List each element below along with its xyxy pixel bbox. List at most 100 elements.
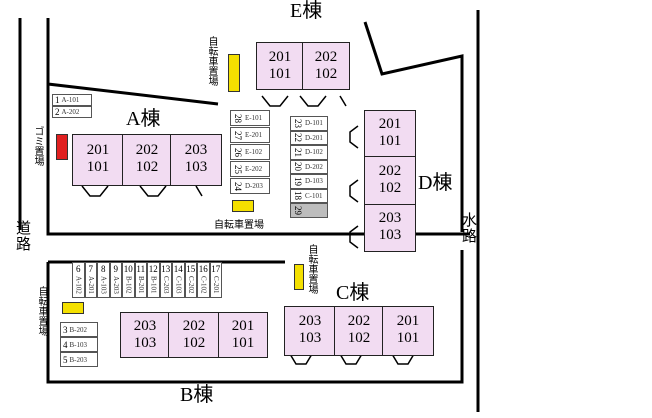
mailbox-unit-code: C-101 — [305, 191, 323, 200]
mailbox-unit-code: D-103 — [305, 177, 323, 186]
mailbox-unit-code: A-201 — [86, 276, 95, 294]
mailbox-number: 25 — [233, 164, 243, 174]
mailbox-number: 16 — [198, 264, 208, 274]
mailbox-number: 28 — [233, 113, 243, 123]
trash-label: ゴミ置場 — [32, 126, 43, 166]
mailbox-number: 3 — [63, 324, 68, 335]
mailbox-unit-code: B-103 — [69, 340, 88, 349]
mailbox-number: 12 — [148, 264, 158, 274]
mailbox-number: 2 — [55, 107, 60, 117]
mailbox-unit-code: B-102 — [124, 276, 133, 294]
mailbox-number: 1 — [55, 95, 60, 105]
mailbox-unit-code: E-201 — [245, 131, 263, 139]
mailbox-unit-code: E-202 — [245, 165, 263, 173]
mailbox-number: 20 — [293, 162, 303, 172]
building-c-label: C棟 — [336, 282, 370, 304]
mailbox-unit-code: C-202 — [186, 276, 195, 294]
building-b-label: B棟 — [180, 384, 214, 406]
mailbox-unit-code: B-101 — [149, 276, 158, 294]
mailbox-unit-code: B-202 — [69, 325, 88, 334]
mailbox-unit-code: B-203 — [69, 355, 88, 364]
bike-parking-c — [294, 264, 304, 290]
bike-parking-center — [232, 200, 254, 212]
mailbox-unit-code: D-202 — [305, 162, 323, 171]
mailbox-unit-code: C-103 — [174, 276, 183, 294]
bike-parking-c-label: 自転車置場 — [306, 244, 317, 294]
mailbox-unit-code: E-101 — [245, 114, 263, 122]
mailbox-number: 26 — [233, 147, 243, 157]
mailbox-number: 14 — [173, 264, 183, 274]
mailbox-unit-code: A-202 — [61, 108, 80, 116]
mailbox-unit-code: D-203 — [245, 182, 263, 190]
mailbox-unit-code: A-203 — [111, 276, 120, 294]
mailbox-unit-code: D-201 — [305, 133, 323, 142]
mailbox-number: 6 — [76, 264, 81, 274]
mailbox-29: 29 — [290, 203, 328, 218]
mailbox-number: 10 — [123, 264, 133, 274]
mailbox-number: 7 — [88, 264, 94, 274]
mailbox-number: 24 — [233, 181, 243, 191]
mailbox-number: 27 — [233, 130, 243, 140]
bike-parking-b-label: 自転車置場 — [36, 286, 47, 336]
mailbox-number: 5 — [63, 354, 68, 365]
road-label: 道路 — [14, 220, 30, 252]
mailbox-number: 13 — [161, 264, 171, 274]
mailbox-unit-code: D-102 — [305, 148, 323, 157]
mailbox-unit-code: C-102 — [199, 276, 208, 294]
mailbox-unit-code: A-102 — [74, 276, 83, 294]
mailbox-unit-code: D-101 — [305, 119, 323, 128]
trash-area — [56, 134, 68, 160]
mailbox-number: 23 — [293, 118, 303, 128]
mailbox-number: 18 — [293, 191, 303, 201]
waterway-label: 水路 — [460, 212, 476, 244]
mailbox-number: 15 — [186, 264, 196, 274]
bike-parking-b — [62, 302, 84, 314]
mailbox-number: 9 — [113, 264, 119, 274]
building-e-label: E棟 — [290, 0, 323, 22]
mailbox-number: 29 — [293, 205, 303, 215]
mailbox-unit-code: C-203 — [161, 276, 170, 294]
mailbox-number: 22 — [293, 133, 303, 143]
bike-parking-center-label: 自転車置場 — [214, 220, 264, 231]
mailbox-number: 17 — [211, 264, 221, 274]
bike-parking-e-label: 自転車置場 — [206, 36, 217, 86]
mailbox-number: 4 — [63, 339, 68, 350]
building-a-label: A棟 — [126, 108, 161, 130]
